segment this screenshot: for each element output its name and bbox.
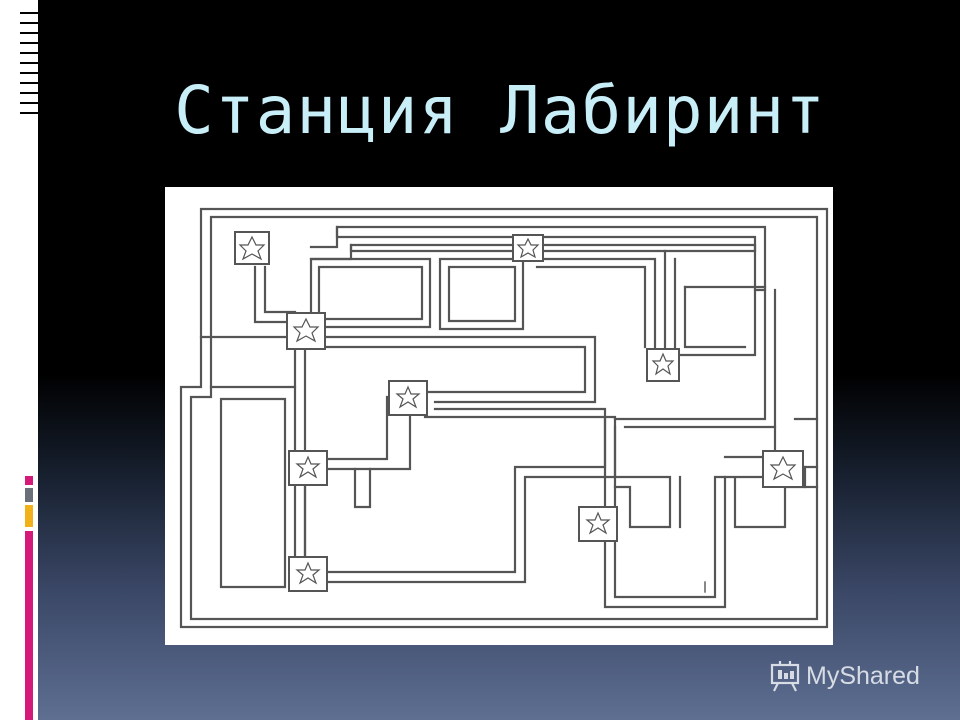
watermark-logo: MyShared [768, 656, 920, 696]
maze-star-node [388, 380, 428, 416]
accent-bar-gray [25, 488, 33, 502]
maze-star-node [234, 231, 270, 265]
maze-room [438, 257, 525, 331]
maze-inner-wall [189, 215, 819, 621]
maze-star-node [762, 450, 804, 488]
maze-room [309, 257, 432, 329]
maze-outer-wall [179, 207, 829, 629]
slide-title: Станция Лабиринт [174, 72, 826, 149]
maze-star-node [578, 506, 618, 542]
maze-image [165, 187, 833, 645]
accent-bar-magenta [25, 531, 33, 720]
watermark-label: MyShared [806, 661, 920, 690]
maze-star-node [288, 450, 328, 486]
maze-star-node [288, 556, 328, 592]
maze-star-node [512, 234, 544, 262]
maze-room [317, 265, 424, 321]
top-left-stripes-decor [20, 12, 38, 122]
maze-room [447, 265, 517, 323]
maze-star-node [286, 312, 326, 350]
accent-bar-magenta-top [25, 476, 33, 485]
accent-bar-gold [25, 505, 33, 527]
maze-star-node [646, 348, 680, 382]
presentation-board-icon [770, 661, 800, 692]
left-margin-strip [0, 0, 38, 720]
maze-drawing [179, 207, 829, 629]
